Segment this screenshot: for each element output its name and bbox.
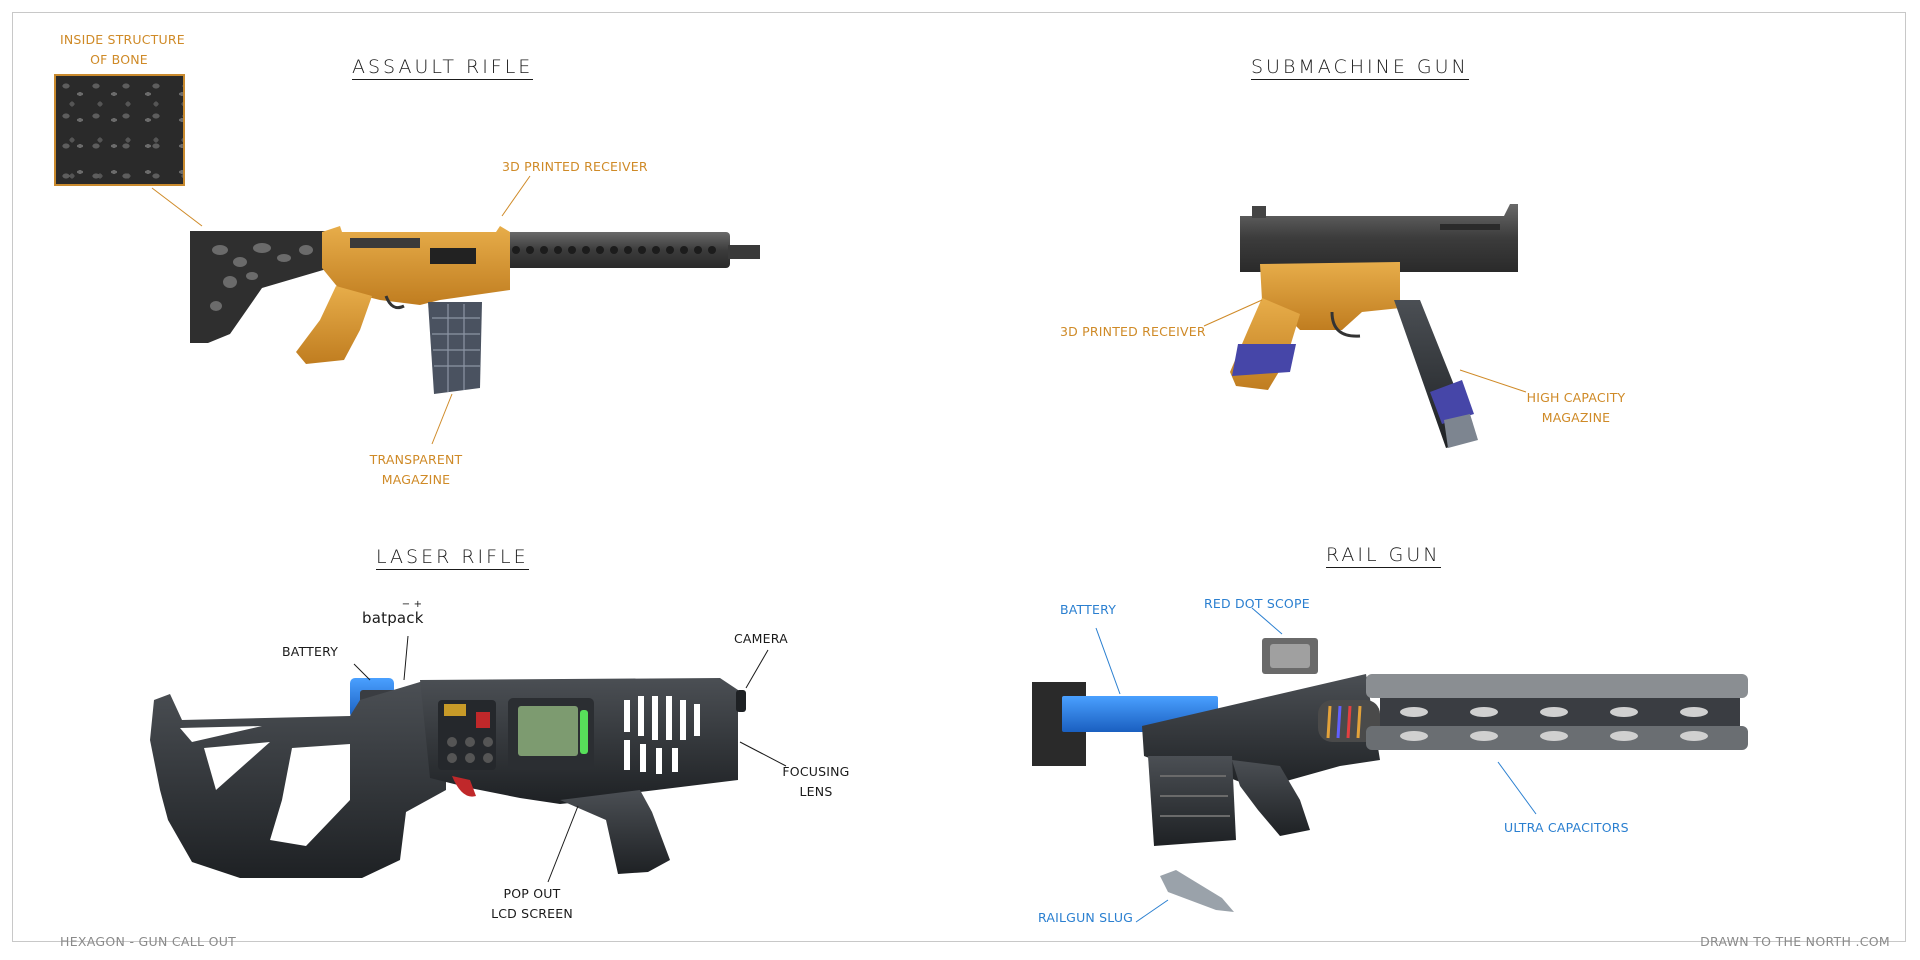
callout-smg-magazine: HIGH CAPACITY MAGAZINE <box>1522 388 1630 428</box>
laser-rifle-title: LASER RIFLE <box>376 546 529 570</box>
callout-bone-line1: INSIDE STRUCTURE <box>60 32 185 47</box>
callout-laser-lens-line1: FOCUSING <box>782 764 850 779</box>
callout-smg-magazine-line1: HIGH CAPACITY <box>1526 390 1626 405</box>
footer-left: HEXAGON - GUN CALL OUT <box>60 934 237 949</box>
submachine-gun-title: SUBMACHINE GUN <box>1251 56 1469 80</box>
submachine-gun-drawing <box>1230 204 1518 448</box>
rail-gun-drawing <box>1032 638 1748 912</box>
callout-ar-magazine-line1: TRANSPARENT <box>369 452 463 467</box>
callout-ar-receiver: 3D PRINTED RECEIVER <box>502 159 648 174</box>
callout-laser-lens-line2: LENS <box>799 784 833 799</box>
callout-smg-receiver: 3D PRINTED RECEIVER <box>1060 324 1206 339</box>
callout-laser-lens: FOCUSING LENS <box>780 762 852 802</box>
callout-rail-scope: RED DOT SCOPE <box>1204 596 1310 611</box>
page-frame <box>12 12 1906 942</box>
assault-rifle-drawing <box>190 226 760 394</box>
laser-rifle-drawing <box>150 678 746 878</box>
callout-laser-screen-line2: LCD SCREEN <box>491 906 573 921</box>
callout-bone-structure: INSIDE STRUCTURE OF BONE <box>60 30 185 70</box>
callout-smg-magazine-line2: MAGAZINE <box>1541 410 1611 425</box>
callout-laser-camera: CAMERA <box>734 631 788 646</box>
callout-laser-screen: POP OUT LCD SCREEN <box>480 884 584 924</box>
callout-bone-line2: OF BONE <box>90 52 148 67</box>
callout-rail-battery: BATTERY <box>1060 602 1117 617</box>
batpack-polarity: − + <box>401 599 423 610</box>
callout-ar-magazine: TRANSPARENT MAGAZINE <box>368 450 464 490</box>
bone-structure-inset <box>54 74 185 186</box>
footer-right: DRAWN TO THE NORTH .COM <box>1700 934 1890 949</box>
assault-rifle-title: ASSAULT RIFLE <box>352 56 534 80</box>
callout-rail-slug: RAILGUN SLUG <box>1038 910 1134 925</box>
leader-lines <box>151 175 1537 923</box>
callout-ar-magazine-line2: MAGAZINE <box>381 472 451 487</box>
callout-rail-capacitors: ULTRA CAPACITORS <box>1504 820 1629 835</box>
batpack-brand: batpack <box>362 609 424 627</box>
callout-laser-battery: BATTERY <box>282 644 339 659</box>
callout-laser-screen-line1: POP OUT <box>503 886 561 901</box>
rail-gun-title: RAIL GUN <box>1326 544 1441 568</box>
